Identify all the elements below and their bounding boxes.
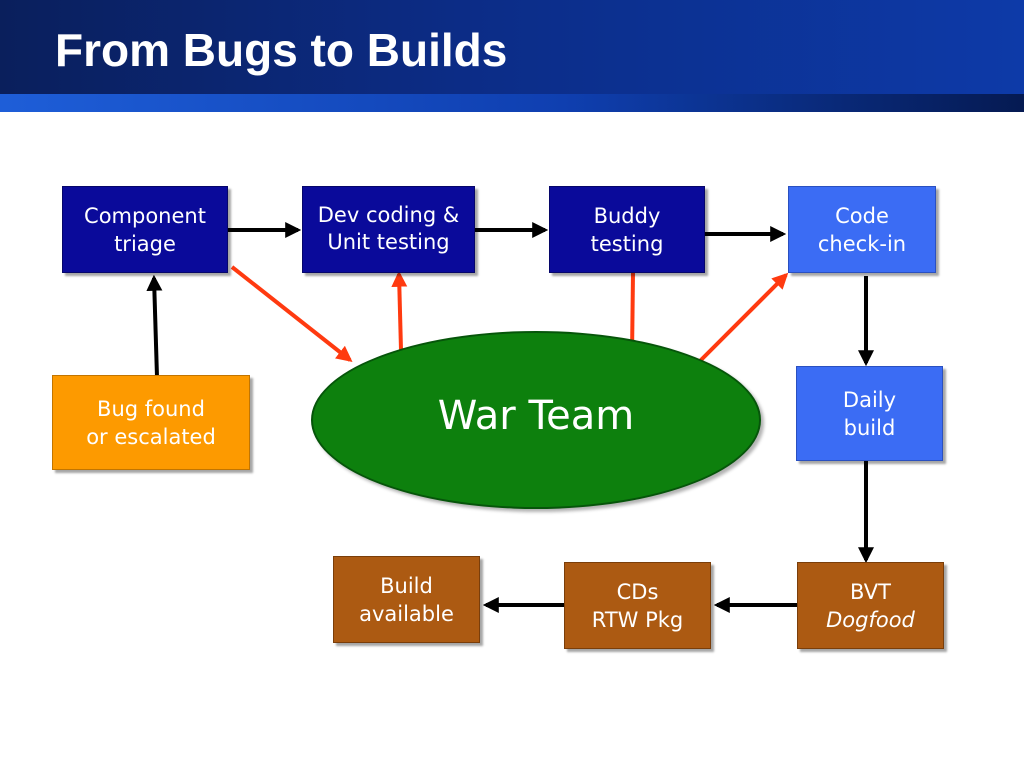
bug-found-box: Bug found or escalated: [52, 375, 250, 470]
cds-rtw-box: CDs RTW Pkg: [564, 562, 711, 649]
build-available-line-1: Build: [380, 574, 433, 598]
arrow-warteam-to-dev: [391, 270, 408, 351]
dev-coding-line-2: Unit testing: [327, 230, 450, 254]
bvt-box: BVT Dogfood: [797, 562, 944, 649]
dev-coding-line-1: Dev coding &: [317, 203, 460, 227]
component-triage-box: Component triage: [62, 186, 228, 273]
component-triage-line-1: Component: [84, 203, 206, 228]
cds-line-2: RTW Pkg: [591, 607, 684, 632]
war-team-label: War Team: [437, 393, 635, 439]
bvt-line-2: Dogfood: [826, 607, 915, 632]
arrow-warteam-to-checkin: [697, 272, 789, 364]
arrow-triage-to-warteam: [230, 265, 353, 362]
buddy-testing-box: Buddy testing: [549, 186, 705, 273]
buddy-testing-line-2: testing: [590, 231, 664, 256]
build-available-box: Build available: [333, 556, 480, 643]
dev-coding-box: Dev coding & Unit testing: [302, 186, 475, 273]
component-triage-line-2: triage: [114, 231, 176, 256]
bvt-line-1: BVT: [850, 579, 891, 604]
code-checkin-box: Code check-in: [788, 186, 936, 273]
bug-found-line-2: or escalated: [86, 424, 216, 449]
build-available-line-2: available: [359, 602, 454, 626]
war-team-ellipse: War Team: [311, 331, 761, 509]
daily-build-box: Daily build: [796, 366, 943, 461]
code-checkin-line-1: Code: [835, 203, 889, 228]
bug-found-line-1: Bug found: [97, 396, 205, 421]
buddy-testing-line-1: Buddy: [593, 203, 661, 228]
arrow-bug-to-triage: [146, 274, 163, 378]
slide-title: From Bugs to Builds: [55, 24, 508, 76]
header-accent-bar: [0, 94, 1024, 112]
code-checkin-line-2: check-in: [817, 231, 907, 256]
daily-build-line-2: build: [843, 415, 896, 440]
cds-line-1: CDs: [616, 579, 659, 604]
daily-build-line-1: Daily: [842, 387, 897, 412]
slide-header: [0, 0, 1024, 94]
